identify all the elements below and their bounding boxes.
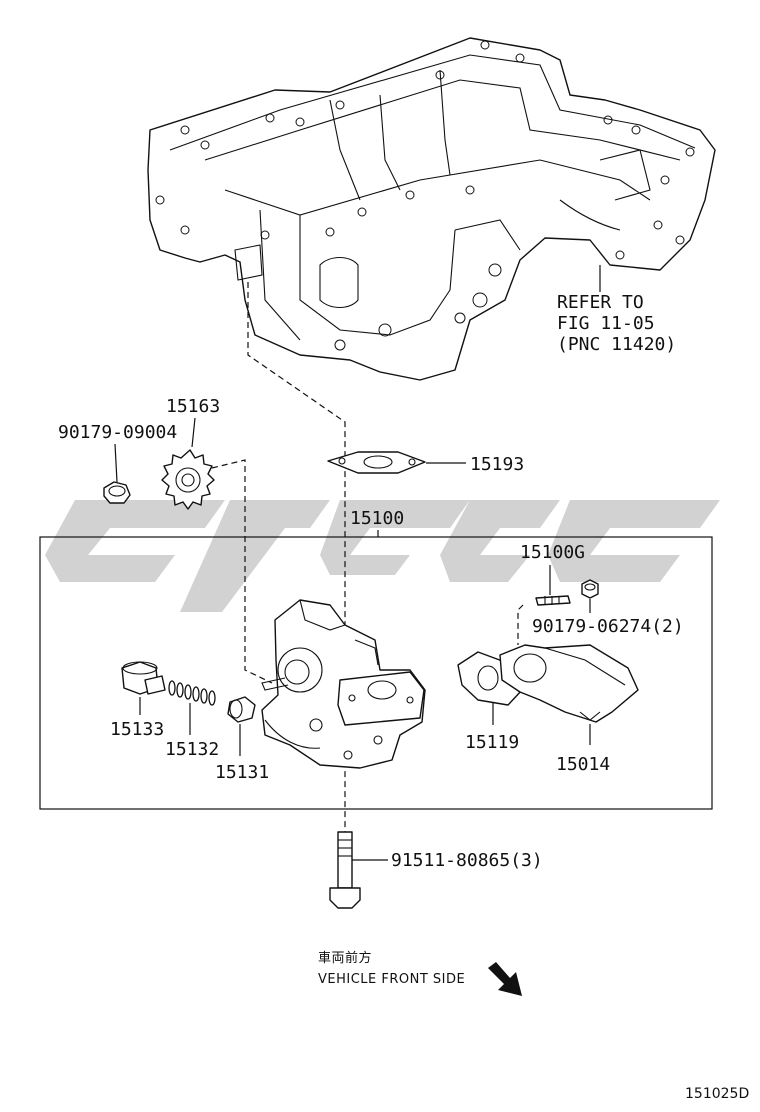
refer-note-line1: REFER TO bbox=[557, 292, 644, 313]
figure-id: 151025D bbox=[685, 1086, 749, 1102]
stud-alignment-dashed-line bbox=[517, 604, 524, 645]
label-15132: 15132 bbox=[165, 739, 219, 760]
strainer-15014 bbox=[499, 644, 639, 723]
direction-english: VEHICLE FRONT SIDE bbox=[318, 972, 465, 987]
stud-15100g bbox=[535, 595, 571, 606]
nut-90179-09004 bbox=[103, 481, 131, 504]
label-15131: 15131 bbox=[215, 762, 269, 783]
gasket-15193 bbox=[327, 451, 426, 474]
sprocket-15163 bbox=[161, 449, 215, 510]
label-15014: 15014 bbox=[556, 754, 610, 775]
direction-japanese: 車両前方 bbox=[318, 950, 372, 966]
label-15100g: 15100G bbox=[520, 542, 585, 563]
front-direction-arrow-icon bbox=[488, 962, 522, 996]
refer-note-line2: FIG 11-05 bbox=[557, 313, 655, 334]
refer-note-line3: (PNC 11420) bbox=[557, 334, 676, 355]
watermark-logo bbox=[45, 500, 720, 612]
assembly-box-15100 bbox=[39, 536, 713, 810]
label-91511-80865: 91511-80865(3) bbox=[391, 850, 543, 871]
label-15193: 15193 bbox=[470, 454, 524, 475]
label-15163: 15163 bbox=[166, 396, 220, 417]
oil-pump-body bbox=[261, 599, 426, 769]
oil-pan-casting bbox=[147, 37, 716, 381]
leader-90179-09004 bbox=[114, 443, 118, 483]
plug-15133 bbox=[121, 661, 166, 695]
label-90179-06274: 90179-06274(2) bbox=[532, 616, 684, 637]
label-15119: 15119 bbox=[465, 732, 519, 753]
valve-15131 bbox=[227, 696, 256, 723]
leader-15163 bbox=[191, 417, 196, 448]
label-15100: 15100 bbox=[350, 508, 404, 529]
spring-15132 bbox=[168, 680, 216, 706]
bolt-91511-80865 bbox=[329, 831, 361, 909]
label-15133: 15133 bbox=[110, 719, 164, 740]
nut-90179-06274 bbox=[581, 579, 599, 599]
label-90179-09004: 90179-09004 bbox=[58, 422, 177, 443]
